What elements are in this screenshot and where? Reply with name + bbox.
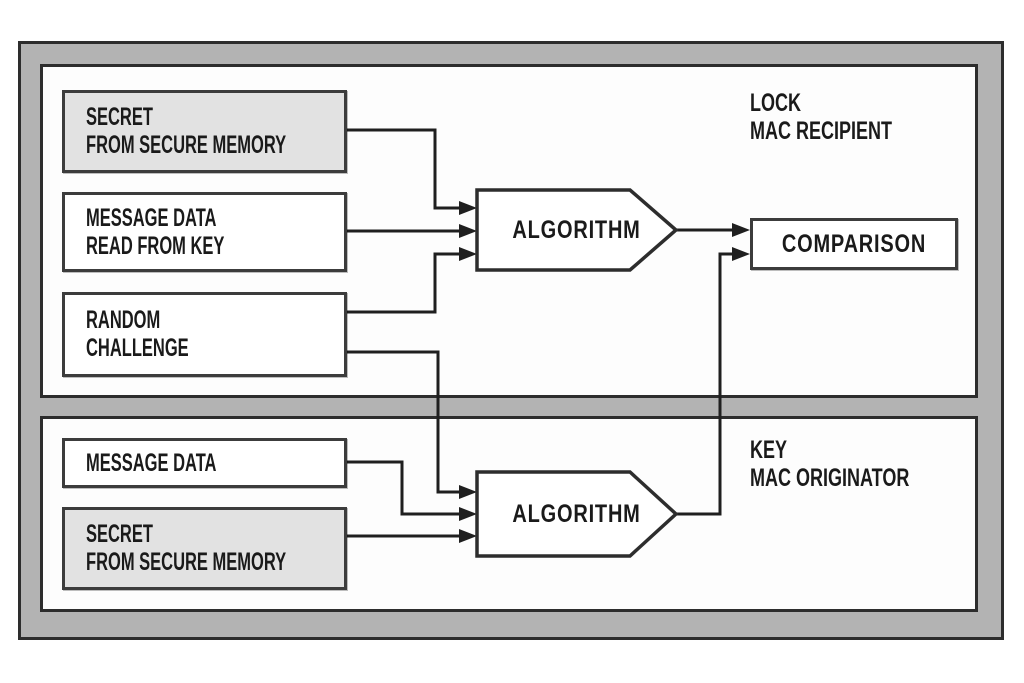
secret-box-bottom-text: SECRET FROM SECURE MEMORY — [86, 520, 286, 576]
secret-bottom-line2: FROM SECURE MEMORY — [86, 548, 287, 576]
random-line1: RANDOM — [86, 306, 161, 334]
lock-label-line2: MAC RECIPIENT — [750, 117, 893, 145]
key-label-line2: MAC ORIGINATOR — [750, 464, 910, 492]
comparison-box — [750, 218, 958, 270]
random-box-text: RANDOM CHALLENGE — [86, 306, 189, 362]
message-box-top-text: MESSAGE DATA READ FROM KEY — [86, 204, 224, 260]
random-line2: CHALLENGE — [86, 334, 189, 362]
algorithm-label-bottom: ALGORITHM — [512, 500, 641, 528]
message-bottom-line1: MESSAGE DATA — [86, 449, 217, 477]
message-data-read-from-key-box — [62, 192, 347, 272]
lock-recipient-label: LOCK MAC RECIPIENT — [750, 89, 892, 145]
secret-line1: SECRET — [86, 103, 153, 131]
lock-label-line1: LOCK — [750, 89, 801, 117]
comparison-label: COMPARISON — [781, 230, 927, 258]
message-data-box-bottom — [62, 438, 347, 488]
message-line1: MESSAGE DATA — [86, 204, 217, 232]
message-box-bottom-text: MESSAGE DATA — [86, 449, 216, 477]
secret-bottom-line1: SECRET — [86, 520, 153, 548]
algorithm-label-top: ALGORITHM — [512, 216, 641, 244]
secret-from-secure-memory-box-top — [62, 90, 347, 173]
secret-from-secure-memory-box-bottom — [62, 507, 347, 590]
key-originator-label: KEY MAC ORIGINATOR — [750, 436, 909, 492]
message-line2: READ FROM KEY — [86, 232, 225, 260]
secret-box-top-text: SECRET FROM SECURE MEMORY — [86, 103, 286, 159]
secret-line2: FROM SECURE MEMORY — [86, 131, 287, 159]
random-challenge-box — [62, 292, 347, 377]
key-label-line1: KEY — [750, 436, 788, 464]
